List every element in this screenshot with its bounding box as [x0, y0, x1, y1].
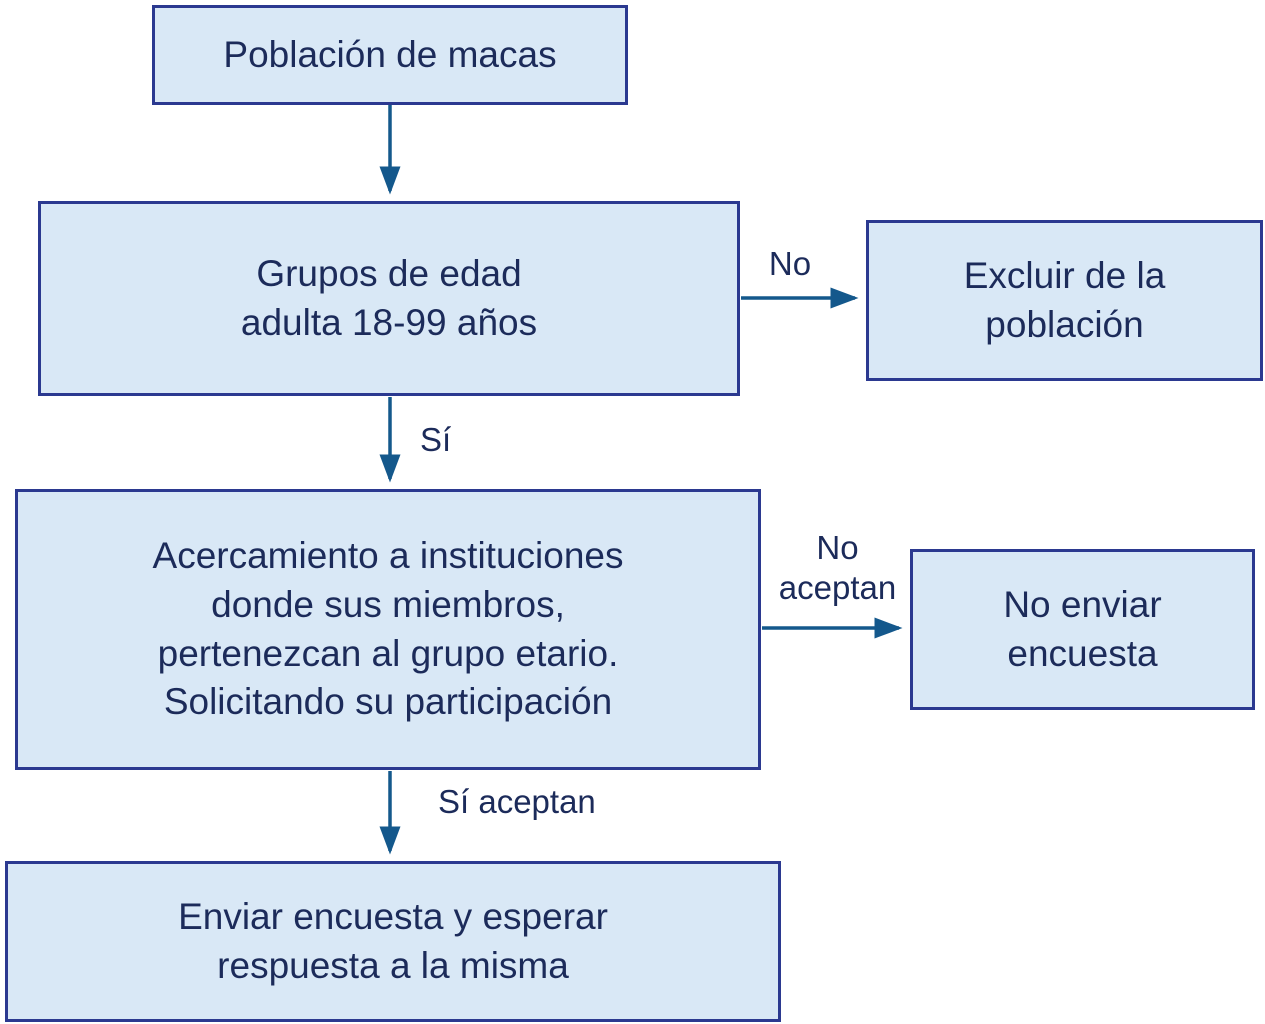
node-no-enviar-line: encuesta	[1007, 632, 1158, 674]
node-acercamiento: Acercamiento a instituciones donde sus m…	[15, 489, 761, 770]
node-acercamiento-line: donde sus miembros,	[211, 583, 565, 625]
node-enviar-line: respuesta a la misma	[217, 944, 569, 986]
edge-label-no-aceptan: No aceptan	[760, 528, 915, 609]
node-excluir-line: Excluir de la	[963, 254, 1166, 296]
node-poblacion-line: Población de macas	[223, 33, 557, 75]
node-no-enviar: No enviar encuesta	[910, 549, 1255, 710]
node-acercamiento-line: Acercamiento a instituciones	[152, 534, 624, 576]
node-grupos-edad: Grupos de edad adulta 18-99 años	[38, 201, 740, 396]
edge-label-no: No	[768, 245, 812, 282]
edge-label-si: Sí	[420, 421, 452, 458]
node-enviar-encuesta: Enviar encuesta y esperar respuesta a la…	[5, 861, 781, 1022]
edge-label-si-aceptan: Sí aceptan	[438, 783, 596, 820]
node-grupos-line: Grupos de edad	[256, 252, 522, 294]
node-excluir: Excluir de la población	[866, 220, 1263, 381]
edge-label-no-aceptan-line: No	[816, 529, 859, 566]
node-poblacion: Población de macas	[152, 5, 628, 105]
node-acercamiento-line: Solicitando su participación	[163, 681, 613, 723]
node-no-enviar-line: No enviar	[1003, 583, 1162, 625]
edge-label-no-aceptan-line: aceptan	[778, 569, 897, 607]
node-excluir-line: población	[985, 303, 1144, 345]
node-grupos-line: adulta 18-99 años	[240, 301, 538, 343]
node-enviar-line: Enviar encuesta y esperar	[178, 895, 608, 937]
node-acercamiento-line: pertenezcan al grupo etario.	[157, 632, 619, 674]
